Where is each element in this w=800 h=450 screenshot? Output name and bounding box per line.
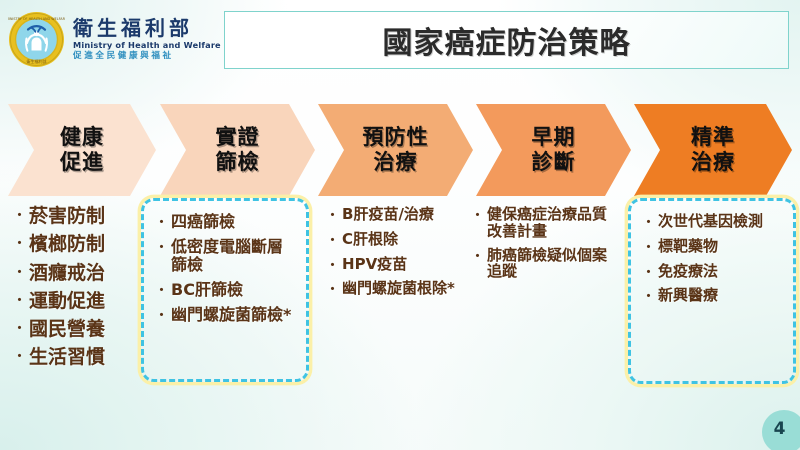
list-item[interactable]: ・C肝根除 (325, 229, 457, 249)
bullet-dot-icon: ・ (12, 319, 28, 338)
list-item-label: 標靶藥物 (658, 236, 719, 255)
list-item-label: HPV疫苗 (342, 254, 408, 273)
list-item[interactable]: ・健保癌症治療品質改善計畫 (470, 206, 608, 240)
list-item[interactable]: ・次世代基因檢測 (641, 213, 785, 231)
bullet-dot-icon: ・ (154, 280, 170, 299)
bullet-dot-icon: ・ (470, 206, 486, 224)
bullet-dot-icon: ・ (325, 280, 341, 299)
bullet-dot-icon: ・ (12, 262, 28, 281)
bullet-dot-icon: ・ (325, 255, 341, 274)
strategy-stage-row: 健康 促進 實證 篩檢 預防性 治療 早期 診斷 精準 治療 (0, 104, 800, 196)
list-item[interactable]: ・酒癮戒治 (12, 261, 132, 284)
detail-column-list: ・B肝疫苗/治療・C肝根除・HPV疫苗・幽門螺旋菌根除* (317, 196, 463, 311)
list-item[interactable]: ・免疫療法 (641, 261, 785, 281)
stage-label: 早期 診斷 (531, 125, 576, 174)
list-item-label: 生活習慣 (29, 346, 106, 369)
list-item-label: 肺癌篩檢疑似個案追蹤 (487, 245, 608, 281)
list-item-label: BC肝篩檢 (171, 279, 243, 299)
detail-column-5: ・次世代基因檢測・標靶藥物・免疫療法・新興醫療 (628, 198, 796, 384)
bullet-dot-icon: ・ (325, 206, 341, 224)
list-item[interactable]: ・肺癌篩檢疑似個案追蹤 (470, 245, 608, 281)
list-item[interactable]: ・新興醫療 (641, 287, 785, 305)
list-item-label: B肝疫苗/治療 (342, 205, 434, 223)
stage-label: 健康 促進 (60, 125, 104, 174)
detail-column-2: ・四癌篩檢・低密度電腦斷層篩檢・BC肝篩檢・幽門螺旋菌篩檢* (141, 198, 309, 382)
stage-chevron-2[interactable]: 實證 篩檢 (160, 104, 315, 196)
bullet-dot-icon: ・ (154, 305, 170, 324)
list-item-label: 新興醫療 (658, 286, 719, 305)
list-item[interactable]: ・國民營養 (12, 318, 132, 341)
list-item[interactable]: ・四癌篩檢 (154, 213, 298, 231)
list-item-label: 國民營養 (29, 318, 106, 341)
list-item-label: 運動促進 (29, 289, 106, 312)
list-item[interactable]: ・幽門螺旋菌根除* (325, 280, 457, 298)
page-number: 4 (773, 418, 786, 439)
detail-column-list: ・四癌篩檢・低密度電腦斷層篩檢・BC肝篩檢・幽門螺旋菌篩檢* (146, 203, 304, 337)
bullet-dot-icon: ・ (641, 213, 657, 231)
bullet-dot-icon: ・ (154, 237, 170, 256)
list-item-label: 健保癌症治療品質改善計畫 (487, 205, 608, 240)
list-item-label: 菸害防制 (29, 205, 106, 227)
list-item[interactable]: ・菸害防制 (12, 205, 132, 227)
slide-header: MINISTRY OF HEALTH AND WELFARE 衛生福利部 衛生福… (0, 0, 800, 92)
bullet-dot-icon: ・ (641, 262, 657, 281)
detail-column-list: ・菸害防制・檳榔防制・酒癮戒治・運動促進・國民營養・生活習慣 (4, 196, 138, 382)
bullet-dot-icon: ・ (154, 213, 170, 231)
page-number-badge: 4 (762, 410, 800, 450)
bullet-dot-icon: ・ (12, 206, 28, 224)
ministry-name-en: Ministry of Health and Welfare (73, 40, 221, 51)
list-item[interactable]: ・HPV疫苗 (325, 254, 457, 274)
stage-label: 預防性 治療 (362, 125, 429, 174)
list-item[interactable]: ・標靶藥物 (641, 236, 785, 256)
bullet-dot-icon: ・ (641, 237, 657, 256)
detail-column-3: ・B肝疫苗/治療・C肝根除・HPV疫苗・幽門螺旋菌根除* (317, 196, 463, 311)
list-item-label: 酒癮戒治 (29, 261, 106, 284)
bullet-dot-icon: ・ (470, 246, 486, 265)
stage-chevron-1[interactable]: 健康 促進 (8, 104, 156, 196)
bullet-dot-icon: ・ (12, 290, 28, 309)
ministry-logo-text: 衛生福利部 Ministry of Health and Welfare 促進全… (73, 18, 221, 61)
detail-column-1: ・菸害防制・檳榔防制・酒癮戒治・運動促進・國民營養・生活習慣 (4, 196, 138, 382)
list-item-label: C肝根除 (342, 229, 399, 248)
list-item[interactable]: ・B肝疫苗/治療 (325, 206, 457, 224)
stage-chevron-4[interactable]: 早期 診斷 (476, 104, 631, 196)
list-item-label: 幽門螺旋菌篩檢* (171, 304, 292, 324)
stage-label: 實證 篩檢 (215, 125, 260, 174)
list-item-label: 檳榔防制 (29, 233, 106, 256)
ministry-name-cn: 衛生福利部 (73, 16, 193, 41)
list-item-label: 四癌篩檢 (171, 212, 236, 231)
stage-chevron-5[interactable]: 精準 治療 (634, 104, 792, 196)
svg-text:MINISTRY OF HEALTH AND WELFARE: MINISTRY OF HEALTH AND WELFARE (8, 17, 65, 21)
list-item[interactable]: ・生活習慣 (12, 346, 132, 369)
list-item[interactable]: ・檳榔防制 (12, 233, 132, 256)
strategy-detail-columns: ・菸害防制・檳榔防制・酒癮戒治・運動促進・國民營養・生活習慣・四癌篩檢・低密度電… (0, 196, 800, 426)
list-item-label: 低密度電腦斷層篩檢 (171, 236, 284, 274)
svg-text:衛生福利部: 衛生福利部 (27, 58, 47, 64)
stage-label: 精準 治療 (691, 125, 735, 174)
list-item[interactable]: ・BC肝篩檢 (154, 279, 298, 299)
list-item-label: 幽門螺旋菌根除* (342, 279, 455, 298)
list-item-label: 免疫療法 (658, 261, 719, 280)
ministry-seal-icon: MINISTRY OF HEALTH AND WELFARE 衛生福利部 (6, 11, 67, 68)
ministry-logo: MINISTRY OF HEALTH AND WELFARE 衛生福利部 衛生福… (6, 11, 221, 68)
detail-column-list: ・次世代基因檢測・標靶藥物・免疫療法・新興醫療 (633, 203, 791, 318)
detail-column-list: ・健保癌症治療品質改善計畫・肺癌篩檢疑似個案追蹤 (462, 196, 614, 293)
list-item[interactable]: ・幽門螺旋菌篩檢* (154, 304, 298, 324)
bullet-dot-icon: ・ (641, 287, 657, 306)
bullet-dot-icon: ・ (12, 347, 28, 366)
ministry-slogan: 促進全民健康與福祉 (73, 51, 174, 62)
title-banner: 國家癌症防治策略 (224, 11, 789, 69)
page-title: 國家癌症防治策略 (382, 26, 631, 61)
bullet-dot-icon: ・ (12, 234, 28, 253)
bullet-dot-icon: ・ (325, 230, 341, 249)
stage-chevron-3[interactable]: 預防性 治療 (318, 104, 473, 196)
list-item-label: 次世代基因檢測 (658, 212, 764, 230)
list-item[interactable]: ・運動促進 (12, 289, 132, 312)
detail-column-4: ・健保癌症治療品質改善計畫・肺癌篩檢疑似個案追蹤 (462, 196, 614, 293)
list-item[interactable]: ・低密度電腦斷層篩檢 (154, 236, 298, 274)
